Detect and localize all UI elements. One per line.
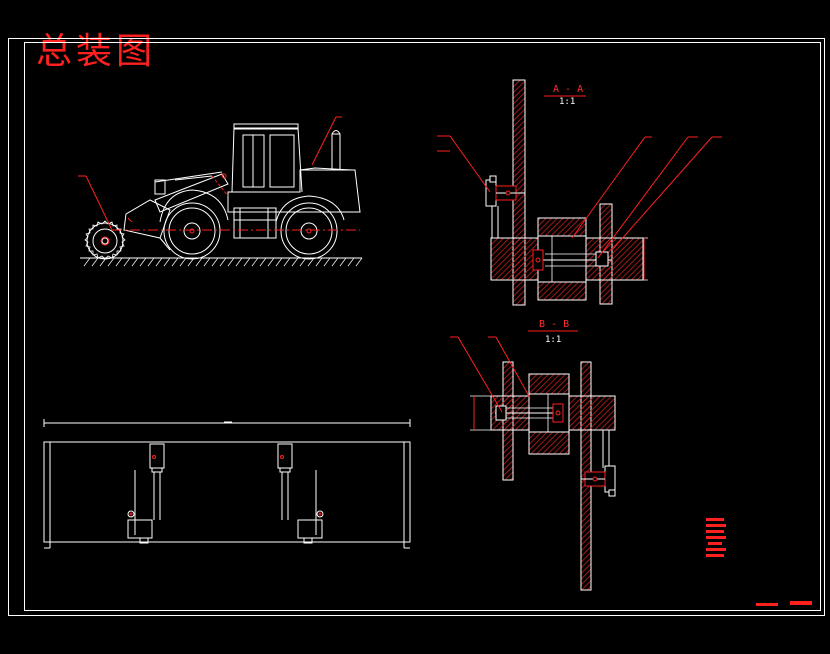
- technical-notes: [706, 518, 726, 557]
- frame-red-details: [129, 455, 322, 516]
- loader-side-view: [80, 123, 363, 267]
- section-aa-view: [437, 79, 722, 306]
- frame-top-view: [43, 419, 411, 549]
- drawing-title: 总装图: [36, 31, 157, 72]
- saw-teeth: [84, 220, 126, 260]
- inner-frame: [24, 42, 821, 611]
- section-bb-view: [450, 336, 616, 591]
- outer-frame: [8, 38, 825, 616]
- section-aa-label: A - A: [553, 84, 583, 95]
- section-bb-scale: 1:1: [545, 335, 561, 345]
- title-block-marks: [756, 601, 812, 606]
- section-bb-label: B - B: [539, 319, 569, 330]
- section-aa-scale: 1:1: [559, 97, 575, 107]
- loader-red-details: [78, 116, 360, 246]
